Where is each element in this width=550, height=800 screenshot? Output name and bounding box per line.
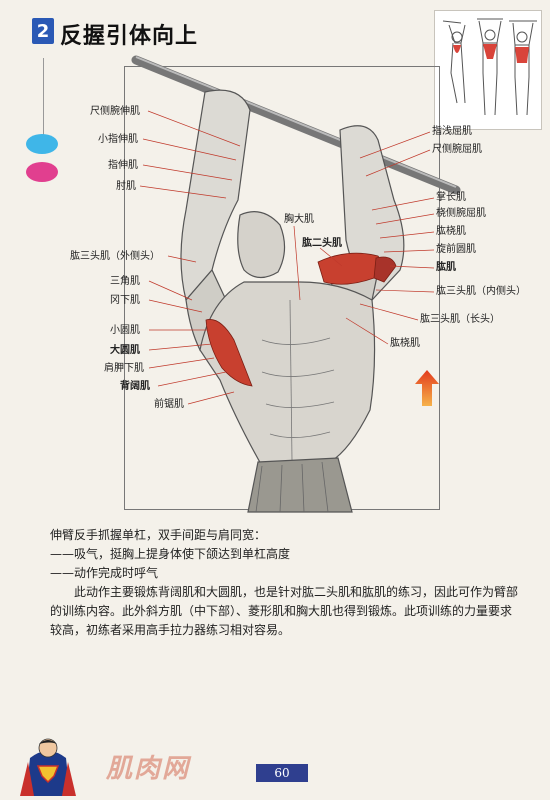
superhero-logo-icon	[20, 738, 76, 796]
arrow-up-icon	[415, 370, 439, 406]
label-triceps-lateral-head: 肱三头肌（外侧头）	[70, 251, 160, 262]
reference-thumbnail	[434, 10, 542, 130]
label-teres-minor: 小圆肌	[110, 325, 140, 336]
label-deltoid: 三角肌	[110, 276, 140, 287]
description-paragraph: 此动作主要锻炼背阔肌和大圆肌，也是针对肱二头肌和肱肌的练习，因此可作为臂部的训练…	[50, 585, 519, 637]
leader-lines	[139, 110, 435, 405]
exercise-description: 伸臂反手抓握单杠，双手间距与肩同宽： ——吸气，挺胸上提身体使下颌达到单杠高度 …	[50, 526, 520, 640]
side-guide-line	[43, 58, 44, 138]
page-title: 反握引体向上	[60, 24, 199, 49]
highlighted-muscles	[205, 252, 397, 387]
section-tab-blue	[26, 134, 58, 154]
label-pronator-teres: 旋前圆肌	[436, 244, 476, 255]
label-serratus-anterior: 前锯肌	[154, 399, 184, 410]
page-number: 60	[256, 764, 308, 782]
figure-body	[180, 89, 405, 513]
instruction-line-2: ——吸气，挺胸上提身体使下颌达到单杠高度	[50, 547, 291, 561]
label-brachialis: 肱肌	[436, 262, 456, 273]
label-brachioradialis-lower: 肱桡肌	[390, 338, 420, 349]
label-palmaris-longus: 掌长肌	[436, 192, 466, 203]
label-triceps-medial-head: 肱三头肌（内侧头）	[436, 286, 526, 297]
section-tab-pink	[26, 162, 58, 182]
instruction-line-1: 伸臂反手抓握单杠，双手间距与肩同宽：	[50, 528, 267, 542]
thumbnail-figures	[442, 18, 537, 116]
pullup-bar	[131, 55, 461, 195]
label-subscapularis: 肩胛下肌	[104, 363, 144, 374]
site-watermark: 肌肉网	[106, 754, 191, 784]
brachialis-highlight	[373, 256, 397, 283]
label-extensor-carpi-ulnaris: 尺侧腕伸肌	[90, 106, 140, 117]
chapter-number-badge: 2	[32, 18, 54, 44]
label-flexor-carpi-ulnaris: 尺侧腕屈肌	[432, 144, 482, 155]
label-anconeus: 肘肌	[116, 181, 136, 192]
label-flexor-carpi-radialis: 桡侧腕屈肌	[436, 208, 486, 219]
label-triceps-long-head: 肱三头肌（长头）	[420, 314, 500, 325]
label-extensor-digiti-minimi: 小指伸肌	[98, 134, 138, 145]
label-brachioradialis: 肱桡肌	[436, 226, 466, 237]
label-pectoralis-major: 胸大肌	[284, 214, 314, 225]
latissimus-highlight	[205, 319, 253, 387]
label-extensor-digitorum: 指伸肌	[108, 160, 138, 171]
label-infraspinatus: 冈下肌	[110, 295, 140, 306]
label-flexor-digitorum-superficialis: 指浅屈肌	[432, 126, 472, 137]
label-latissimus-dorsi: 背阔肌	[120, 381, 150, 392]
illustration-frame-top	[124, 66, 440, 67]
label-teres-major: 大圆肌	[110, 345, 140, 356]
label-biceps-brachii: 肱二头肌	[302, 238, 342, 249]
instruction-line-3: ——动作完成时呼气	[50, 566, 159, 580]
